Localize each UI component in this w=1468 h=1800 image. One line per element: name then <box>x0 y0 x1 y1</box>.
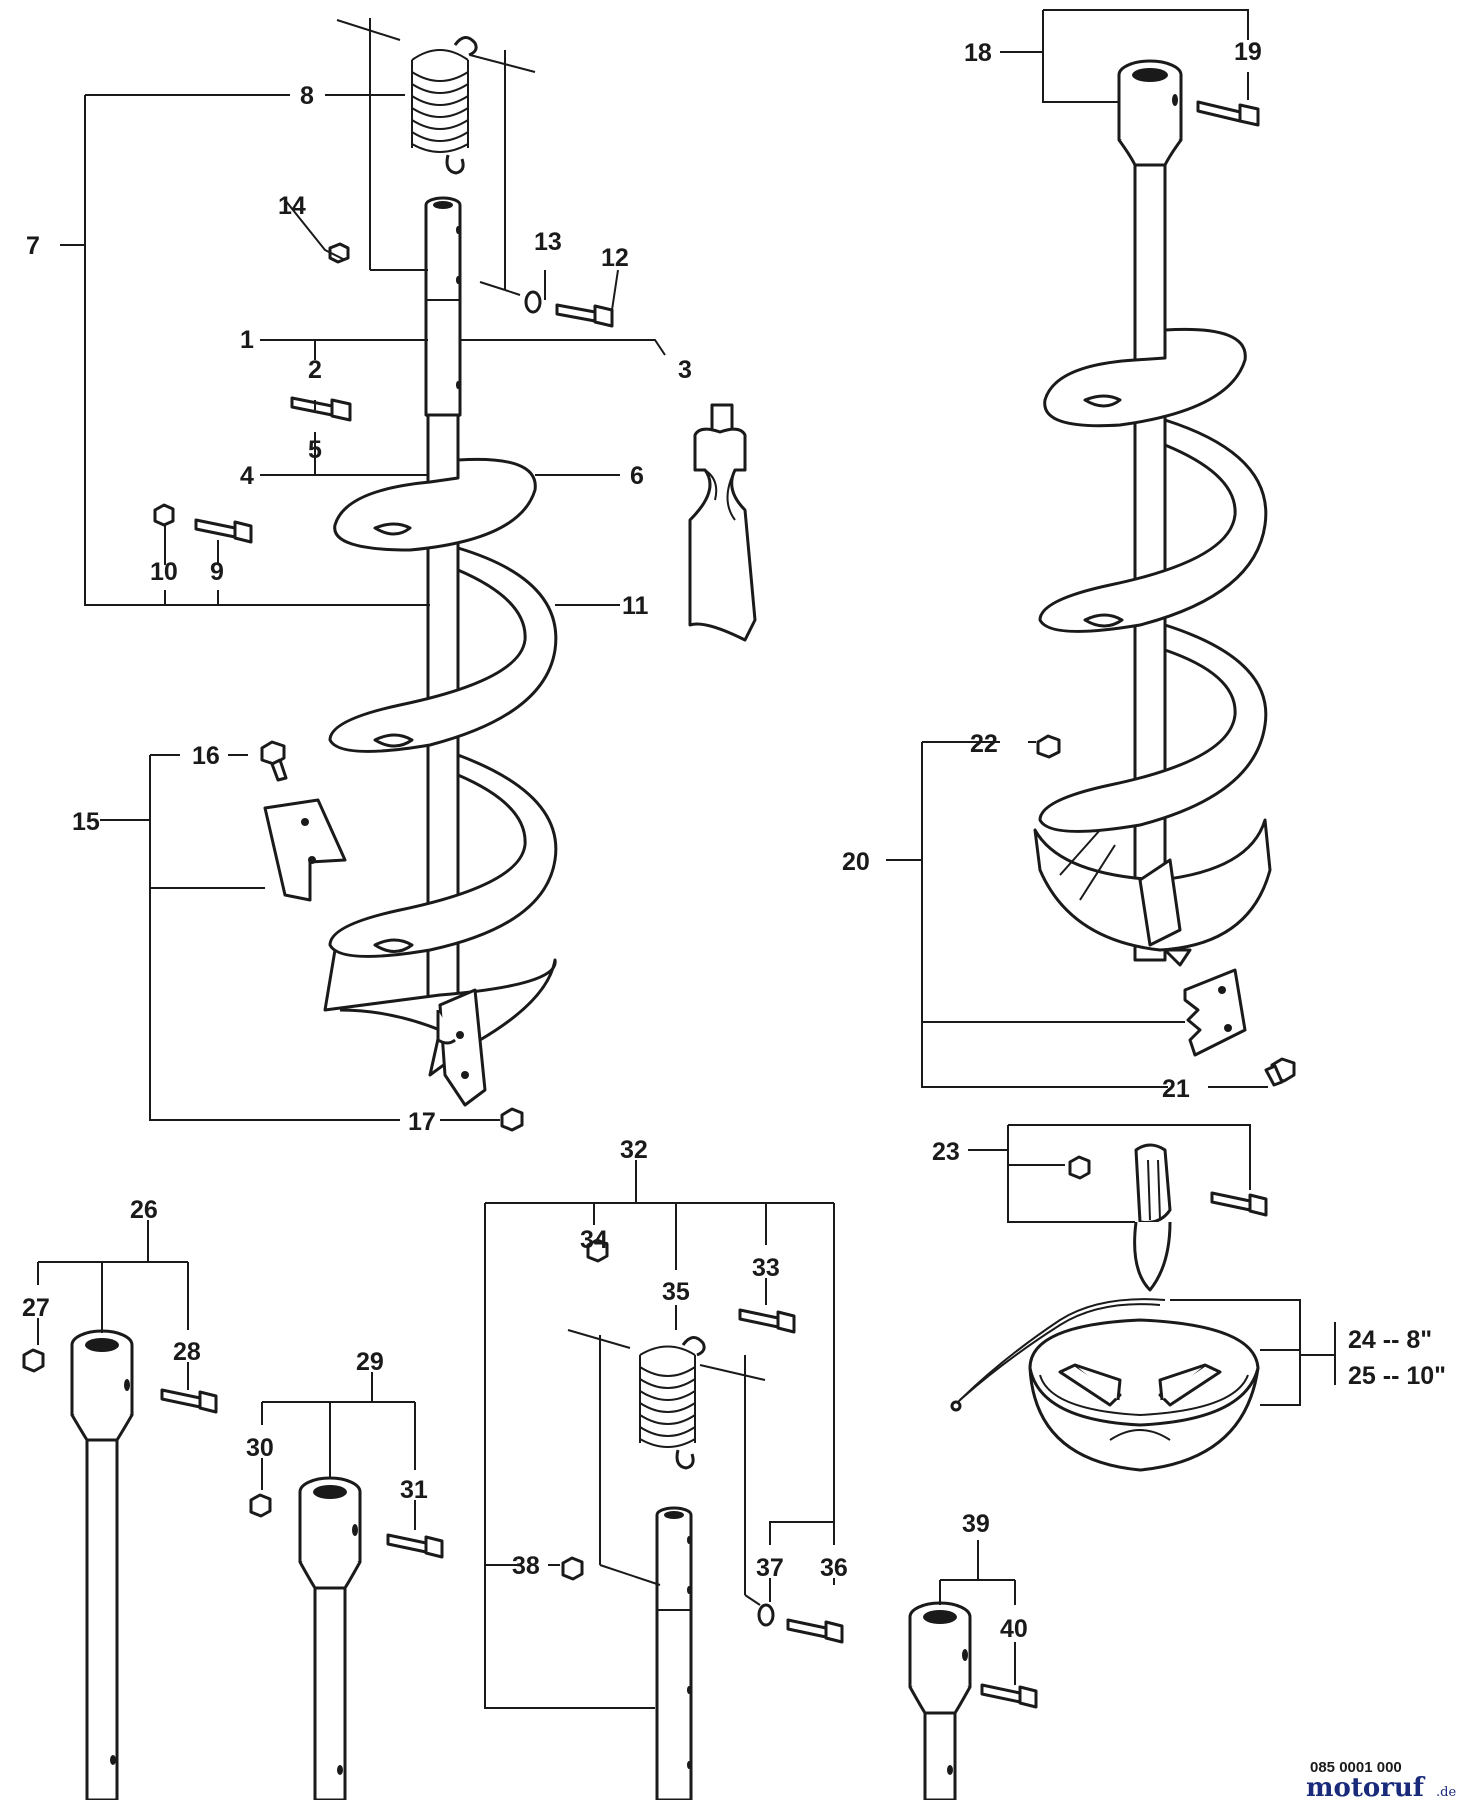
bolt-28 <box>160 1388 218 1414</box>
label-19: 19 <box>1234 38 1262 66</box>
adapter-39 <box>908 1601 972 1800</box>
label-40: 40 <box>1000 1615 1028 1643</box>
label-38: 38 <box>512 1552 540 1580</box>
nut-17 <box>500 1107 524 1132</box>
label-9: 9 <box>210 558 224 586</box>
callout-labels: 1 2 3 4 5 6 7 8 9 10 11 12 13 14 15 16 1… <box>22 38 1446 1643</box>
drawing-code: 085 0001 000 <box>1310 1759 1402 1776</box>
nut-27 <box>22 1348 45 1373</box>
washer-13 <box>524 290 542 314</box>
shaver-24-25 <box>950 1298 1260 1472</box>
label-13: 13 <box>534 228 562 256</box>
label-20: 20 <box>842 848 870 876</box>
label-15: 15 <box>72 808 100 836</box>
label-5: 5 <box>308 436 322 464</box>
nut-30 <box>249 1493 272 1518</box>
bolt-21-screw <box>1264 1057 1296 1087</box>
bolt-2 <box>290 396 352 422</box>
blade-21 <box>1183 968 1247 1057</box>
label-11: 11 <box>622 592 649 620</box>
label-16: 16 <box>192 742 220 770</box>
label-21: 21 <box>1162 1075 1190 1103</box>
label-35: 35 <box>662 1278 690 1306</box>
label-8: 8 <box>300 82 314 110</box>
label-12: 12 <box>601 244 629 272</box>
label-2: 2 <box>308 356 322 384</box>
bolt-33 <box>738 1308 796 1334</box>
label-17: 17 <box>408 1108 436 1136</box>
label-33: 33 <box>752 1254 780 1282</box>
center-point-3 <box>688 403 757 642</box>
bolt-9 <box>194 518 253 544</box>
spring-35 <box>639 1336 706 1470</box>
bolt-19 <box>1196 100 1260 127</box>
bolt-23 <box>1210 1191 1268 1217</box>
label-27: 27 <box>22 1294 50 1322</box>
watermark-name: motoruf <box>1306 1773 1426 1800</box>
label-6: 6 <box>630 462 644 490</box>
nut-14 <box>328 242 350 264</box>
blade-15 <box>263 798 347 902</box>
point-23 <box>1133 1143 1172 1292</box>
label-22: 22 <box>970 730 998 758</box>
extension-29 <box>298 1476 362 1800</box>
shaft-1 <box>424 196 462 421</box>
watermark-logo: motoruf .de <box>1306 1773 1456 1800</box>
label-23: 23 <box>932 1138 960 1166</box>
auger-left <box>323 18 558 1107</box>
label-25: 25 -- 10" <box>1348 1362 1446 1390</box>
label-32: 32 <box>620 1136 648 1164</box>
label-1: 1 <box>240 326 254 354</box>
flighting-4 <box>323 413 558 1077</box>
bolt-31 <box>386 1533 444 1559</box>
bolt-12 <box>555 303 614 328</box>
label-4: 4 <box>240 462 254 490</box>
label-31: 31 <box>400 1476 428 1504</box>
label-26: 26 <box>130 1196 158 1224</box>
nut-38 <box>561 1556 584 1581</box>
nut-34 <box>586 1238 609 1263</box>
watermark-suffix: .de <box>1436 1785 1456 1800</box>
nut-10 <box>153 503 175 527</box>
label-28: 28 <box>173 1338 201 1366</box>
label-36: 36 <box>820 1554 848 1582</box>
label-29: 29 <box>356 1348 384 1376</box>
label-24: 24 -- 8" <box>1348 1326 1432 1354</box>
label-10: 10 <box>150 558 178 586</box>
nut-22 <box>1036 734 1061 759</box>
label-39: 39 <box>962 1510 990 1538</box>
spring-8 <box>411 36 478 175</box>
bolt-16 <box>260 740 288 782</box>
bolt-36 <box>786 1618 844 1644</box>
label-34: 34 <box>580 1226 608 1254</box>
auger-right <box>1033 59 1272 967</box>
label-37: 37 <box>756 1554 784 1582</box>
washer-37 <box>757 1603 775 1627</box>
extension-26 <box>70 1329 134 1800</box>
nut-23 <box>1068 1155 1091 1180</box>
label-14: 14 <box>278 192 306 220</box>
shaft-32 <box>655 1506 693 1800</box>
label-3: 3 <box>678 356 692 384</box>
bolt-40 <box>980 1683 1038 1709</box>
label-30: 30 <box>246 1434 274 1462</box>
label-7: 7 <box>26 232 40 260</box>
label-18: 18 <box>964 39 992 67</box>
